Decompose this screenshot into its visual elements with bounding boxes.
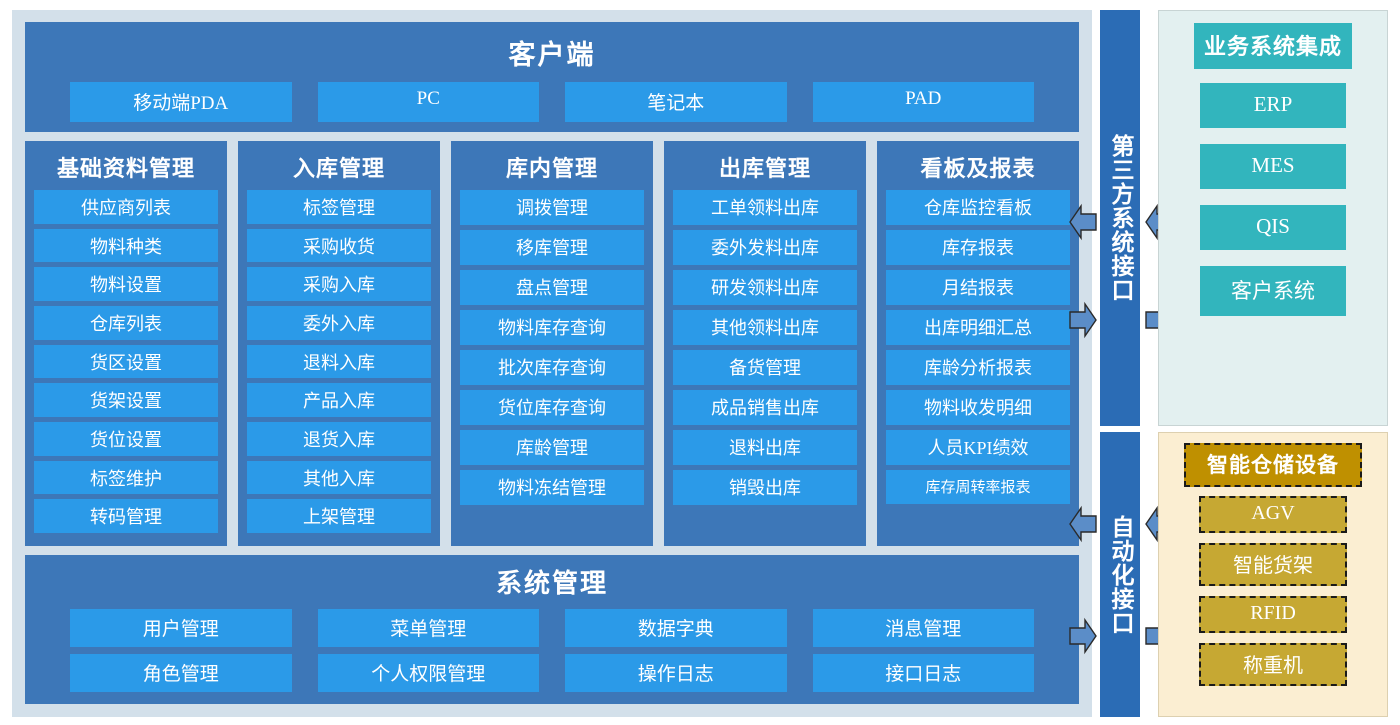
system-row-1: 用户管理 菜单管理 数据字典 消息管理	[25, 609, 1079, 647]
module-item[interactable]: 货位库存查询	[460, 390, 644, 425]
module-item[interactable]: 人员KPI绩效	[886, 430, 1070, 465]
module-item[interactable]: 工单领料出库	[673, 190, 857, 225]
client-panel: 客户端 移动端PDA PC 笔记本 PAD	[25, 22, 1079, 132]
sys-item-role-management[interactable]: 角色管理	[70, 654, 292, 692]
arrow-left-automation-in	[1068, 500, 1098, 548]
module-item[interactable]: 转码管理	[34, 499, 218, 534]
third-party-interface-bar: 第三方系统接口	[1100, 10, 1140, 426]
module-item[interactable]: 移库管理	[460, 230, 644, 265]
module-item[interactable]: 退料出库	[673, 430, 857, 465]
smart-equipment-panel: 智能仓储设备 AGV 智能货架 RFID 称重机	[1158, 432, 1388, 717]
business-integration-panel: 业务系统集成 ERP MES QIS 客户系统	[1158, 10, 1388, 426]
biz-system-erp[interactable]: ERP	[1200, 83, 1346, 128]
sys-item-interface-log[interactable]: 接口日志	[812, 654, 1034, 692]
module-item[interactable]: 盘点管理	[460, 270, 644, 305]
equipment-weighing-machine[interactable]: 称重机	[1199, 643, 1347, 686]
module-item[interactable]: 仓库列表	[34, 306, 218, 340]
module-head-outbound: 出库管理	[718, 156, 811, 181]
system-management-title: 系统管理	[495, 569, 608, 598]
module-item[interactable]: 批次库存查询	[460, 350, 644, 385]
client-device-pc[interactable]: PC	[317, 82, 539, 122]
module-item[interactable]: 委外发料出库	[673, 230, 857, 265]
module-columns: 基础资料管理 供应商列表 物料种类 物料设置 仓库列表 货区设置 货架设置 货位…	[25, 141, 1079, 546]
sys-item-menu-management[interactable]: 菜单管理	[317, 609, 539, 647]
module-item[interactable]: 出库明细汇总	[886, 310, 1070, 345]
module-item[interactable]: 其他领料出库	[673, 310, 857, 345]
module-item[interactable]: 物料设置	[34, 267, 218, 302]
module-head-dashboard-reports: 看板及报表	[920, 156, 1036, 181]
client-device-laptop[interactable]: 笔记本	[565, 82, 787, 122]
module-item[interactable]: 库存报表	[886, 230, 1070, 265]
module-item[interactable]: 标签管理	[247, 190, 431, 224]
module-item[interactable]: 货位设置	[34, 422, 218, 456]
biz-system-mes[interactable]: MES	[1200, 144, 1346, 189]
biz-system-qis[interactable]: QIS	[1200, 205, 1346, 250]
module-item[interactable]: 货架设置	[34, 383, 218, 418]
module-head-basic-data: 基础资料管理	[56, 156, 195, 181]
module-item[interactable]: 上架管理	[247, 499, 431, 534]
third-party-interface-label: 第三方系统接口	[1108, 134, 1134, 302]
module-item[interactable]: 库龄管理	[460, 430, 644, 465]
arrow-left-third-party-in	[1068, 198, 1098, 246]
biz-system-customer[interactable]: 客户系统	[1200, 266, 1346, 316]
module-item[interactable]: 采购收货	[247, 228, 431, 263]
wms-main-area: 客户端 移动端PDA PC 笔记本 PAD 基础资料管理 供应商列表 物料种类 …	[12, 10, 1092, 717]
module-item[interactable]: 其他入库	[247, 460, 431, 495]
module-item[interactable]: 货区设置	[34, 344, 218, 379]
business-integration-title: 业务系统集成	[1194, 23, 1352, 69]
module-column-inbound: 入库管理 标签管理 采购收货 采购入库 委外入库 退料入库 产品入库 退货入库 …	[238, 141, 440, 546]
module-item[interactable]: 标签维护	[34, 460, 218, 495]
sys-item-operation-log[interactable]: 操作日志	[565, 654, 787, 692]
sys-item-message-management[interactable]: 消息管理	[812, 609, 1034, 647]
module-column-basic-data: 基础资料管理 供应商列表 物料种类 物料设置 仓库列表 货区设置 货架设置 货位…	[25, 141, 227, 546]
module-item[interactable]: 仓库监控看板	[886, 190, 1070, 225]
module-column-in-warehouse: 库内管理 调拨管理 移库管理 盘点管理 物料库存查询 批次库存查询 货位库存查询…	[451, 141, 653, 546]
module-item[interactable]: 退料入库	[247, 344, 431, 379]
sys-item-data-dictionary[interactable]: 数据字典	[565, 609, 787, 647]
automation-interface-bar: 自动化接口	[1100, 432, 1140, 717]
client-panel-title: 客户端	[508, 40, 596, 70]
module-head-inbound: 入库管理	[292, 156, 385, 181]
module-item[interactable]: 备货管理	[673, 350, 857, 385]
client-device-pad[interactable]: PAD	[812, 82, 1034, 122]
module-item[interactable]: 委外入库	[247, 306, 431, 340]
client-device-row: 移动端PDA PC 笔记本 PAD	[25, 82, 1079, 122]
arrow-right-third-party-out	[1068, 296, 1098, 344]
smart-equipment-title: 智能仓储设备	[1184, 443, 1362, 487]
module-item[interactable]: 库存周转率报表	[886, 470, 1070, 504]
module-item[interactable]: 产品入库	[247, 383, 431, 418]
module-head-in-warehouse: 库内管理	[505, 156, 598, 181]
automation-interface-label: 自动化接口	[1108, 514, 1134, 635]
module-item[interactable]: 物料冻结管理	[460, 470, 644, 505]
arrow-right-automation-out	[1068, 612, 1098, 660]
equipment-agv[interactable]: AGV	[1199, 496, 1347, 533]
module-item[interactable]: 采购入库	[247, 267, 431, 302]
system-row-2: 角色管理 个人权限管理 操作日志 接口日志	[25, 654, 1079, 692]
system-management-panel: 系统管理 用户管理 菜单管理 数据字典 消息管理 角色管理 个人权限管理 操作日…	[25, 555, 1079, 704]
module-item[interactable]: 销毁出库	[673, 470, 857, 505]
sys-item-user-management[interactable]: 用户管理	[70, 609, 292, 647]
equipment-smart-rack[interactable]: 智能货架	[1199, 543, 1347, 586]
module-item[interactable]: 月结报表	[886, 270, 1070, 305]
module-item[interactable]: 物料收发明细	[886, 390, 1070, 425]
module-column-dashboard-reports: 看板及报表 仓库监控看板 库存报表 月结报表 出库明细汇总 库龄分析报表 物料收…	[877, 141, 1079, 546]
module-column-outbound: 出库管理 工单领料出库 委外发料出库 研发领料出库 其他领料出库 备货管理 成品…	[664, 141, 866, 546]
client-device-pda[interactable]: 移动端PDA	[70, 82, 292, 122]
module-item[interactable]: 物料库存查询	[460, 310, 644, 345]
module-item[interactable]: 库龄分析报表	[886, 350, 1070, 385]
equipment-rfid[interactable]: RFID	[1199, 596, 1347, 633]
sys-item-personal-permission[interactable]: 个人权限管理	[317, 654, 539, 692]
module-item[interactable]: 调拨管理	[460, 190, 644, 225]
module-item[interactable]: 物料种类	[34, 228, 218, 263]
module-item[interactable]: 退货入库	[247, 422, 431, 456]
module-item[interactable]: 供应商列表	[34, 190, 218, 224]
module-item[interactable]: 研发领料出库	[673, 270, 857, 305]
module-item[interactable]: 成品销售出库	[673, 390, 857, 425]
